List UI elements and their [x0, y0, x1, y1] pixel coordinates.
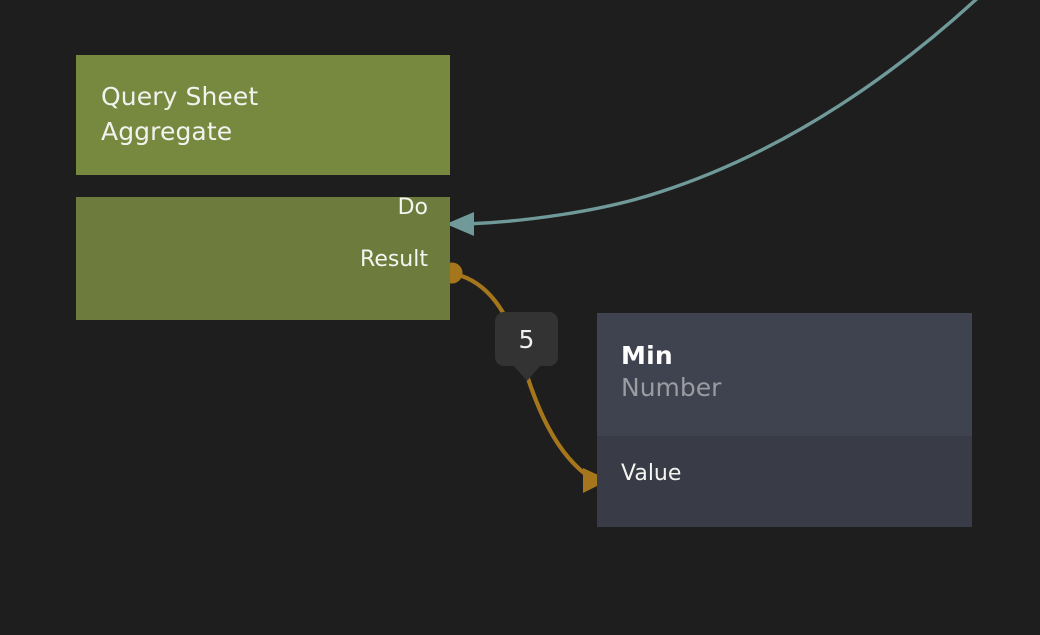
exec-wire-arrowhead: [446, 212, 474, 236]
exec-wire-path: [464, 0, 978, 226]
wire-value-tooltip-text: 5: [518, 324, 535, 354]
node-title-min: Min: [621, 341, 673, 370]
node-header-min[interactable]: Min Number: [597, 313, 972, 436]
node-body-min: Value: [597, 436, 972, 527]
node-body-query-sheet-aggregate: Do Result: [76, 197, 450, 320]
wire-value-tooltip: 5: [495, 312, 558, 366]
node-title-query-sheet-aggregate: Query Sheet Aggregate: [101, 82, 259, 146]
output-port-do[interactable]: Do: [76, 197, 450, 219]
output-port-result-label: Result: [360, 247, 428, 272]
node-header-query-sheet-aggregate[interactable]: Query Sheet Aggregate: [76, 55, 450, 175]
input-port-value-label: Value: [621, 461, 682, 486]
output-port-do-label: Do: [397, 195, 428, 220]
output-port-result[interactable]: Result: [76, 249, 450, 271]
input-port-value[interactable]: Value: [621, 463, 972, 485]
tooltip-pointer-icon: [513, 365, 541, 381]
node-query-sheet-aggregate[interactable]: Query Sheet Aggregate Do Result: [76, 55, 450, 320]
node-min[interactable]: Min Number Value: [597, 313, 972, 527]
node-subtitle-number: Number: [621, 373, 722, 402]
